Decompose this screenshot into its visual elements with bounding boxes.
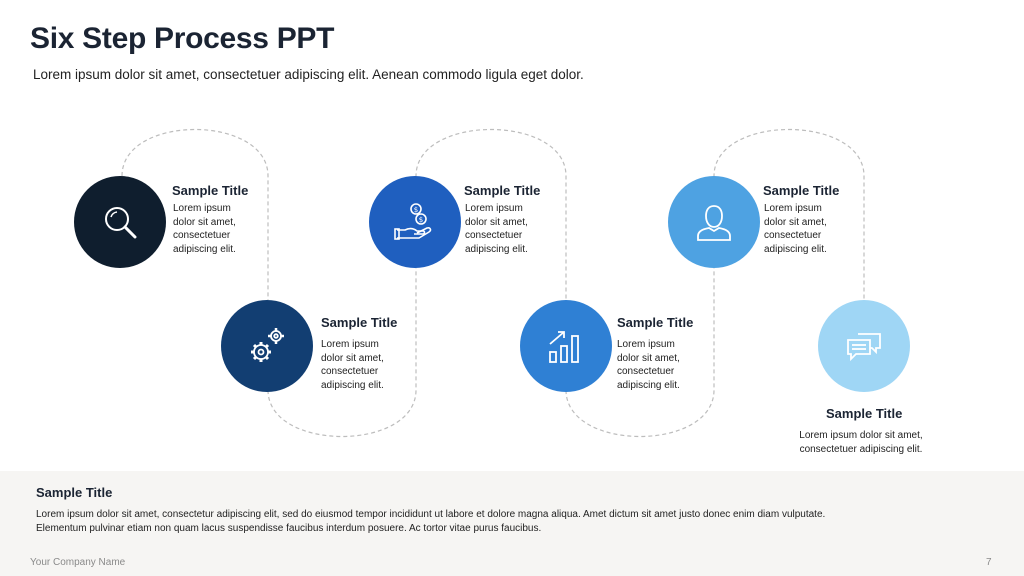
gears-icon [251,328,284,362]
step-4-title: Sample Title [617,315,694,330]
svg-text:$: $ [419,216,423,224]
step-5-circle [668,176,760,268]
footer-band [0,471,1024,576]
step-6-description: Lorem ipsum dolor sit amet,consectetuer … [799,430,923,455]
step-6-title: Sample Title [826,406,903,421]
step-3-title: Sample Title [464,183,541,198]
step-2-circle [221,300,313,392]
step-1-title: Sample Title [172,183,249,198]
page-title: Six Step Process PPT [30,22,335,55]
step-1-circle [74,176,166,268]
footer-title: Sample Title [36,485,113,500]
page-subtitle: Lorem ipsum dolor sit amet, consectetuer… [33,67,584,82]
growth-chart-icon [549,331,579,363]
footer-text: Lorem ipsum dolor sit amet, consectetur … [36,509,826,534]
svg-text:$: $ [414,206,418,214]
step-5-title: Sample Title [763,183,840,198]
step-2-title: Sample Title [321,315,398,330]
money-hand-icon: $ $ [394,203,432,240]
user-icon [697,205,731,241]
step-6-circle [818,300,910,392]
step-4-circle [520,300,612,392]
page-number: 7 [986,557,992,568]
magnifier-icon [105,207,137,239]
chat-bubbles-icon [847,333,881,362]
company-name: Your Company Name [30,557,126,568]
step-3-circle: $ $ [369,176,461,268]
